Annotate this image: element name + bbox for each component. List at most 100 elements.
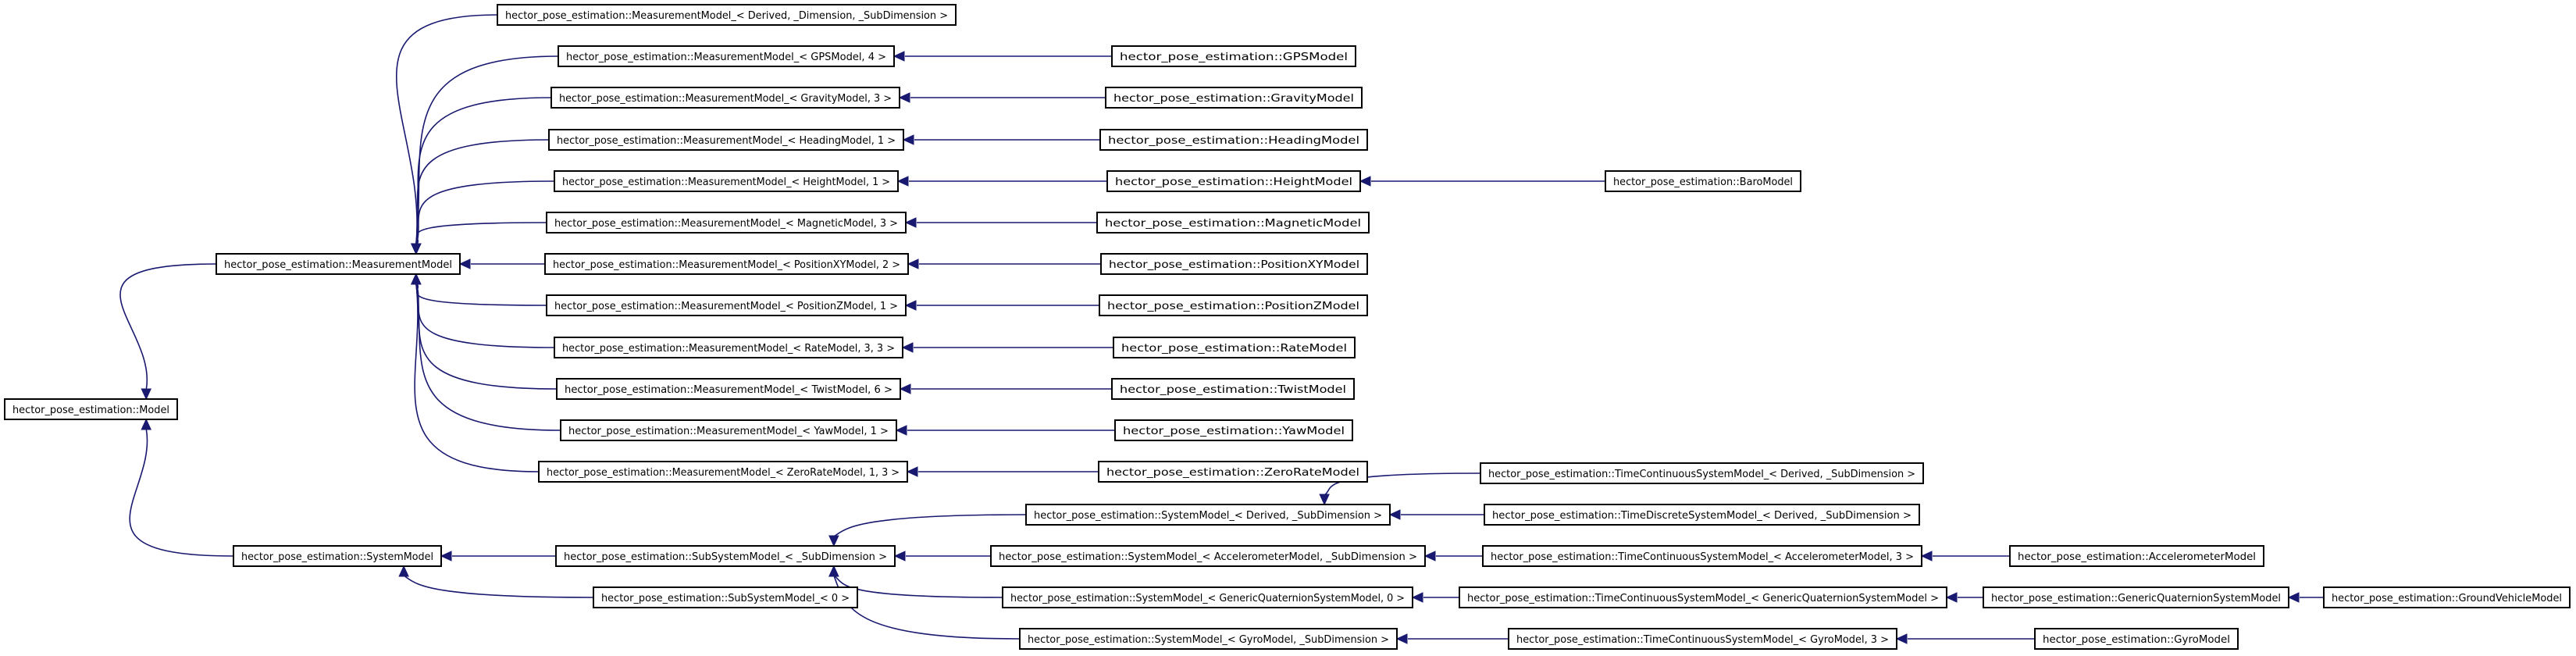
class-node[interactable]: hector_pose_estimation::TimeContinuousSy… (1508, 628, 1897, 650)
arrowhead-icon (1388, 509, 1401, 520)
arrowhead-icon (1395, 633, 1408, 644)
arrowhead-icon (2287, 592, 2300, 603)
class-node-box (554, 337, 903, 358)
class-node[interactable]: hector_pose_estimation::PositionZModel (1099, 294, 1368, 316)
class-node[interactable]: hector_pose_estimation::YawModel (1114, 419, 1353, 441)
class-node-box (1983, 586, 2289, 608)
class-node[interactable]: hector_pose_estimation::SystemModel_< Gy… (1019, 628, 1398, 650)
class-node-label: hector_pose_estimation::MeasurementModel… (566, 51, 886, 63)
class-node-label: hector_pose_estimation::MeasurementModel… (554, 217, 898, 230)
class-node[interactable]: hector_pose_estimation::MeasurementModel… (558, 45, 895, 67)
class-node-box (1096, 212, 1370, 234)
class-node[interactable]: hector_pose_estimation::SystemModel (233, 545, 442, 567)
class-node[interactable]: hector_pose_estimation::TimeContinuousSy… (1480, 462, 1924, 484)
edge-line (403, 575, 594, 598)
class-node-label: hector_pose_estimation::YawModel (1123, 425, 1345, 437)
class-node[interactable]: hector_pose_estimation::TwistModel (1111, 378, 1355, 400)
arrowhead-icon (1920, 551, 1933, 562)
arrowhead-icon (141, 388, 152, 401)
class-node[interactable]: hector_pose_estimation::MeasurementModel… (548, 129, 904, 151)
inheritance-edge (1388, 509, 1484, 520)
class-node[interactable]: hector_pose_estimation::GPSModel (1111, 45, 1356, 67)
class-node-box (560, 419, 897, 441)
inheritance-edge (398, 565, 594, 598)
class-node[interactable]: hector_pose_estimation::AccelerometerMod… (2009, 545, 2264, 567)
class-node[interactable]: hector_pose_estimation::MeasurementModel… (554, 170, 899, 192)
class-node[interactable]: hector_pose_estimation::SystemModel_< Ac… (990, 545, 1426, 567)
class-node[interactable]: hector_pose_estimation::MeasurementModel… (554, 337, 903, 358)
arrowhead-icon (411, 243, 422, 255)
inheritance-edge (896, 176, 1107, 187)
edge-line (129, 428, 234, 557)
class-node[interactable]: hector_pose_estimation::GroundVehicleMod… (2323, 586, 2571, 608)
arrowhead-icon (1945, 592, 1958, 603)
class-node[interactable]: hector_pose_estimation::TimeDiscreteSyst… (1484, 504, 1920, 526)
class-node-box (538, 461, 908, 483)
arrowhead-icon (1359, 176, 1371, 187)
class-node[interactable]: hector_pose_estimation::MeasurementModel (216, 253, 461, 275)
class-node[interactable]: hector_pose_estimation::SubSystemModel_<… (593, 586, 858, 608)
class-node-label: hector_pose_estimation::PositionZModel (1107, 300, 1359, 312)
class-node-label: hector_pose_estimation::MeasurementModel… (547, 466, 900, 479)
class-node-box (554, 170, 899, 192)
class-node[interactable]: hector_pose_estimation::HeightModel (1106, 170, 1361, 192)
inheritance-edge (395, 14, 498, 255)
class-node[interactable]: hector_pose_estimation::HeadingModel (1099, 129, 1368, 151)
arrowhead-icon (1411, 592, 1423, 603)
arrowhead-icon (1423, 551, 1436, 562)
class-node[interactable]: hector_pose_estimation::SystemModel_< Ge… (1002, 586, 1413, 608)
class-node[interactable]: hector_pose_estimation::MeasurementModel… (546, 212, 907, 234)
class-node-box (1484, 504, 1920, 526)
class-node[interactable]: hector_pose_estimation::MeasurementModel… (560, 419, 897, 441)
inheritance-edge (411, 97, 552, 255)
class-node-box (4, 398, 178, 420)
class-node-label: hector_pose_estimation::RateModel (1121, 342, 1347, 355)
class-node-label: hector_pose_estimation::BaroModel (1613, 176, 1793, 188)
class-node[interactable]: hector_pose_estimation::MeasurementModel… (538, 461, 908, 483)
class-node-label: hector_pose_estimation::MeasurementModel… (562, 176, 890, 188)
inheritance-edge (1945, 592, 1983, 603)
class-node-box (1482, 545, 1922, 567)
inheritance-edge (898, 92, 1106, 103)
class-node-label: hector_pose_estimation::ZeroRateModel (1106, 466, 1359, 479)
edge-line (415, 283, 558, 390)
edge-line (119, 263, 217, 390)
edges-layer (119, 14, 2324, 644)
class-node[interactable]: hector_pose_estimation::GravityModel (1105, 87, 1363, 109)
class-node-label: hector_pose_estimation::MeasurementModel (224, 258, 452, 271)
class-node[interactable]: hector_pose_estimation::RateModel (1113, 337, 1356, 358)
inheritance-edge (411, 273, 558, 390)
class-node[interactable]: hector_pose_estimation::GyroModel (2034, 628, 2239, 650)
class-node[interactable]: hector_pose_estimation::ZeroRateModel (1098, 461, 1368, 483)
class-node-box (1098, 461, 1368, 483)
arrowhead-icon (906, 466, 918, 477)
class-node-label: hector_pose_estimation::SystemModel_< Gy… (1028, 633, 1389, 646)
edge-line (833, 575, 1021, 640)
inheritance-edge (411, 273, 555, 348)
inheritance-edge (893, 51, 1112, 62)
class-node[interactable]: hector_pose_estimation::MeasurementModel… (556, 378, 901, 400)
class-node-label: hector_pose_estimation::GroundVehicleMod… (2332, 592, 2562, 604)
arrowhead-icon (141, 418, 152, 430)
class-node[interactable]: hector_pose_estimation::BaroModel (1605, 170, 1801, 192)
class-node[interactable]: hector_pose_estimation::MeasurementModel… (550, 87, 900, 109)
class-node[interactable]: hector_pose_estimation::MeasurementModel… (546, 294, 907, 316)
class-node[interactable]: hector_pose_estimation::SystemModel_< De… (1025, 504, 1391, 526)
inheritance-edge (1920, 551, 2010, 562)
class-node[interactable]: hector_pose_estimation::TimeContinuousSy… (1482, 545, 1922, 567)
class-node-box (233, 545, 442, 567)
class-node[interactable]: hector_pose_estimation::SubSystemModel_<… (555, 545, 896, 567)
class-node[interactable]: hector_pose_estimation::MeasurementModel… (544, 253, 909, 275)
class-node[interactable]: hector_pose_estimation::MeasurementModel… (497, 4, 957, 26)
class-node[interactable]: hector_pose_estimation::GenericQuaternio… (1983, 586, 2289, 608)
class-node-box (2323, 586, 2571, 608)
arrowhead-icon (901, 342, 914, 353)
arrowhead-icon (898, 92, 910, 103)
class-node[interactable]: hector_pose_estimation::TimeContinuousSy… (1459, 586, 1947, 608)
class-node[interactable]: hector_pose_estimation::PositionXYModel (1100, 253, 1368, 275)
class-node-label: hector_pose_estimation::TwistModel (1120, 383, 1346, 396)
class-node[interactable]: hector_pose_estimation::Model (4, 398, 178, 420)
class-node[interactable]: hector_pose_estimation::MagneticModel (1096, 212, 1370, 234)
class-node-box (1100, 253, 1368, 275)
